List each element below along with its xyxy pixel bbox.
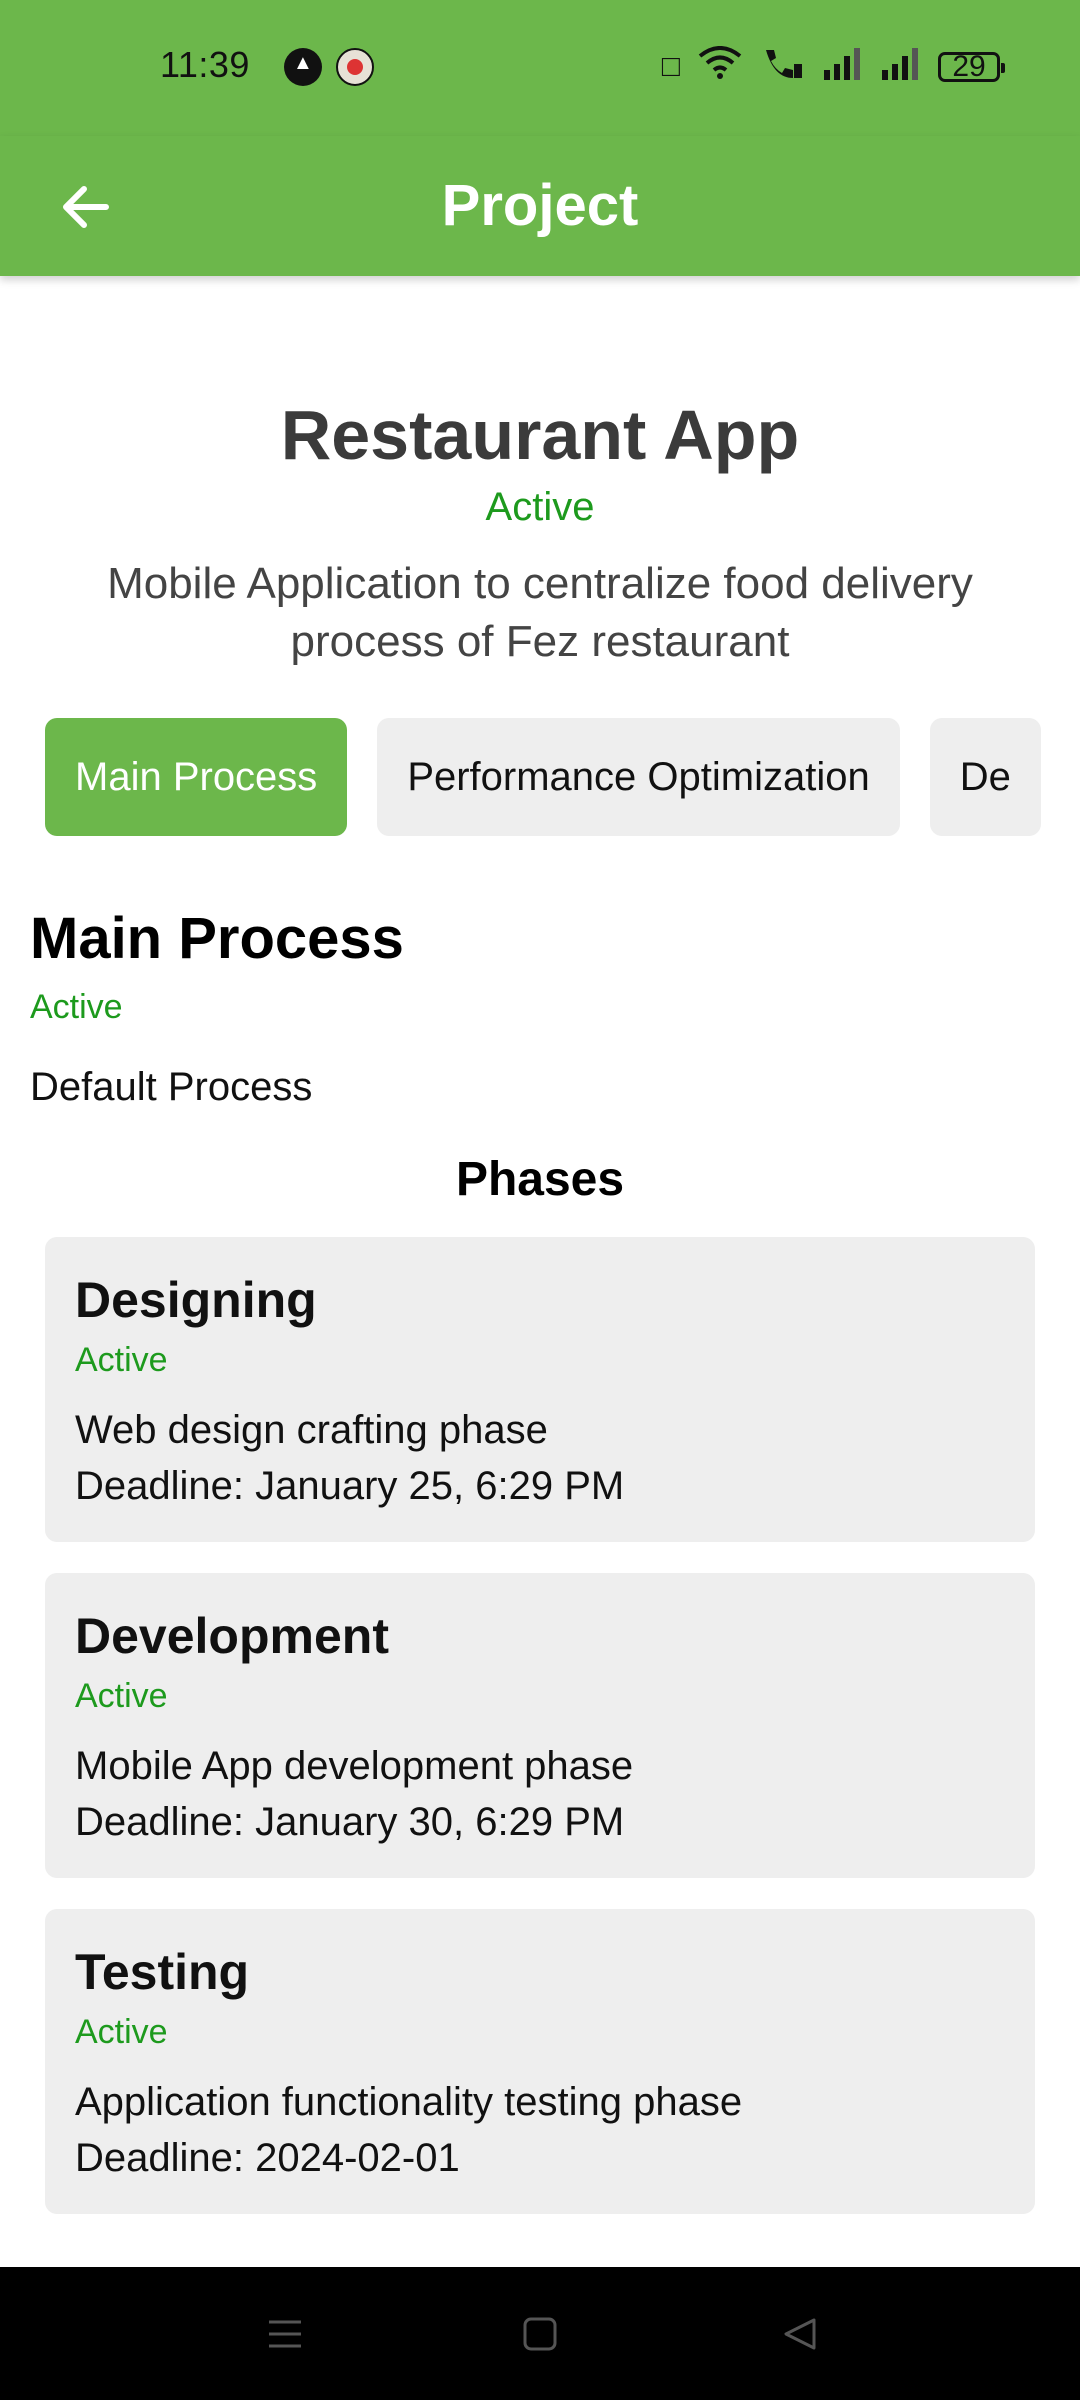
phase-card-designing[interactable]: Designing Active Web design crafting pha…	[45, 1237, 1035, 1542]
project-status: Active	[485, 485, 595, 529]
notification-a-icon	[284, 48, 322, 86]
square-icon	[523, 2317, 557, 2351]
home-button[interactable]	[515, 2309, 565, 2359]
system-nav-bar	[0, 2267, 1080, 2400]
phase-status: Active	[75, 1341, 168, 1379]
phase-card-development[interactable]: Development Active Mobile App developmen…	[45, 1573, 1035, 1878]
phase-deadline: Deadline: 2024-02-01	[75, 2136, 460, 2180]
tab-performance-optimization[interactable]: Performance Optimization	[377, 718, 900, 836]
phase-deadline: Deadline: January 25, 6:29 PM	[75, 1464, 625, 1508]
phase-status: Active	[75, 2013, 168, 2051]
page-title: Project	[441, 173, 639, 238]
phase-description: Mobile App development phase	[75, 1744, 634, 1788]
status-bar: 11:39 □ 29	[0, 0, 1080, 136]
signal-icon	[880, 46, 920, 88]
process-status: Active	[30, 988, 123, 1026]
phase-card-testing[interactable]: Testing Active Application functionality…	[45, 1909, 1035, 2214]
phase-description: Application functionality testing phase	[75, 2080, 743, 2124]
recent-apps-button[interactable]	[260, 2309, 310, 2359]
phase-status: Active	[75, 1677, 168, 1715]
vibrate-icon: □	[661, 50, 680, 83]
tab-de[interactable]: De	[929, 718, 1041, 836]
phase-description: Web design crafting phase	[75, 1408, 548, 1452]
battery-icon: 29	[938, 52, 1005, 82]
process-description: Default Process	[30, 1065, 313, 1109]
menu-icon	[269, 2320, 301, 2348]
wifi-call-icon	[760, 46, 804, 88]
system-back-button[interactable]	[775, 2309, 825, 2359]
project-title: Restaurant App	[280, 396, 800, 474]
process-tabs[interactable]: Main Process Performance Optimization De	[45, 718, 1050, 836]
phase-name: Designing	[75, 1272, 317, 1328]
tab-main-process[interactable]: Main Process	[45, 718, 348, 836]
phase-name: Testing	[75, 1944, 250, 2000]
status-icons: □ 29	[661, 46, 1005, 88]
triangle-back-icon	[784, 2318, 816, 2350]
project-description: Mobile Application to centralize food de…	[107, 559, 973, 666]
status-time: 11:39	[160, 44, 250, 85]
phase-name: Development	[75, 1608, 389, 1664]
process-title: Main Process	[30, 906, 404, 971]
app-bar: Project	[0, 136, 1080, 276]
arrow-left-icon	[63, 186, 109, 228]
wifi-icon	[698, 46, 742, 88]
phases-heading: Phases	[455, 1153, 625, 1206]
notification-eye-icon	[336, 48, 374, 86]
phase-deadline: Deadline: January 30, 6:29 PM	[75, 1800, 625, 1844]
back-button[interactable]	[50, 172, 120, 242]
signal-icon	[822, 46, 862, 88]
